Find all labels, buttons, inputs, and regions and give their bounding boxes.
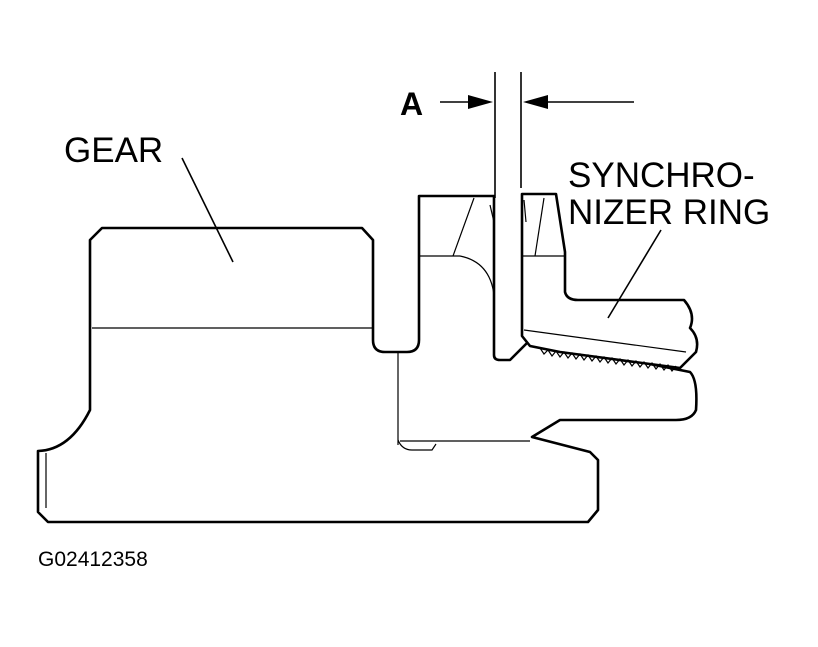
gear-leader-line <box>181 157 234 263</box>
synchronizer-ring-label-line1: SYNCHRO- <box>568 156 755 195</box>
ring-tooth-tip <box>523 199 527 223</box>
hub-fillet <box>459 255 495 296</box>
dimension-arrow-right-head <box>523 95 548 109</box>
bore-groove <box>397 439 437 451</box>
gear-body <box>36 194 698 524</box>
synchronizer-ring-label-line2: NIZER RING <box>568 193 770 232</box>
ring-leader-line <box>607 229 662 319</box>
ring-taper-line <box>534 197 545 257</box>
synchronizer-ring <box>520 192 699 370</box>
ring-cone-line <box>523 329 687 353</box>
gear-label: GEAR <box>64 131 163 170</box>
figure-code: G02412358 <box>38 548 148 571</box>
hub-tooth-tip <box>489 204 495 223</box>
hub-taper-line <box>452 197 475 257</box>
cone-teeth <box>539 347 677 373</box>
dimension-arrow-left-head <box>468 95 493 109</box>
dimension-label-a: A <box>400 86 423 122</box>
